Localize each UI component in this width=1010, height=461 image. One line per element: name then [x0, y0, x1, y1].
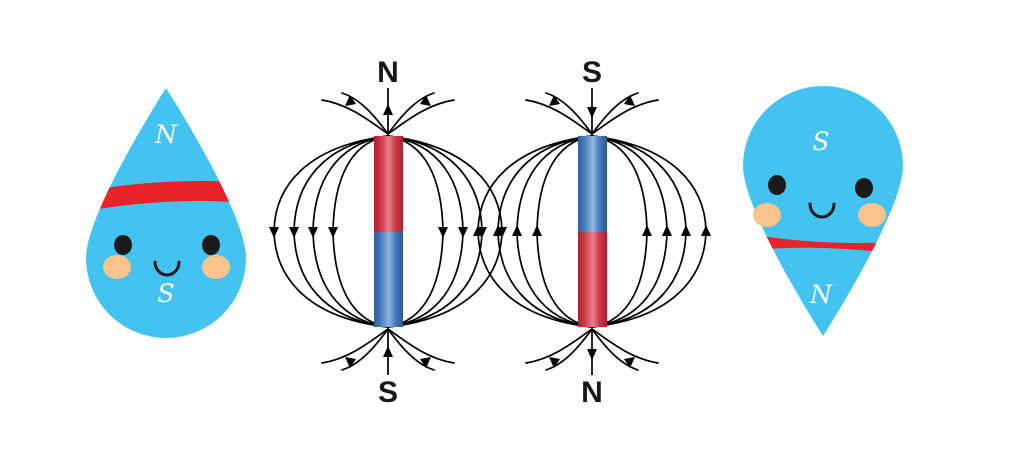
field-arc-bot-right: [591, 328, 659, 364]
droplet-left-bottom-letter: S: [157, 279, 174, 308]
magnet-left-bottom-label: S: [378, 376, 398, 409]
droplet-right-mouth: [808, 202, 836, 219]
droplet-left-character: N S: [86, 88, 246, 338]
field-arc-bot-right-outer: [591, 328, 639, 371]
magnet-right-arrowheads: [473, 95, 711, 368]
droplet-left-mouth: [153, 260, 181, 277]
magnet-right-north-half: [578, 232, 607, 327]
magnet-right-top-label: S: [582, 56, 602, 89]
droplet-right-character: S N: [743, 86, 903, 336]
magnet-left-top-label: N: [377, 56, 399, 89]
droplet-left-eye-left: [114, 235, 132, 255]
magnet-left-arrowheads: [269, 95, 507, 368]
field-arc-top-right-outer: [387, 92, 435, 135]
droplet-right-bottom-letter: N: [809, 280, 833, 309]
field-arc-bot-left: [321, 328, 389, 364]
droplet-right-eye-right: [855, 178, 873, 198]
field-arc-bot-left: [525, 328, 593, 364]
droplet-left-band: [86, 181, 246, 216]
droplet-right-cheek-right: [858, 203, 886, 227]
droplet-right-eye-left: [768, 175, 786, 195]
field-arc-bot-left-outer: [545, 328, 593, 371]
magnet-right-panel: S N: [473, 56, 711, 409]
field-arc-top-right-outer: [591, 92, 639, 135]
droplet-right-cheek-left: [753, 203, 781, 227]
droplet-right-top-letter: S: [812, 127, 829, 156]
field-arc-top-right: [387, 99, 455, 135]
field-arc-bot-left-outer: [341, 328, 389, 371]
field-arc-top-left: [525, 99, 593, 135]
field-arc-top-left-outer: [341, 92, 389, 135]
field-arc-top-left: [321, 99, 389, 135]
field-arc-top-right: [591, 99, 659, 135]
magnet-left-north-half: [374, 136, 403, 232]
field-arc-bot-right: [387, 328, 455, 364]
field-arc-bot-right-outer: [387, 328, 435, 371]
droplet-right-band: [743, 228, 903, 258]
magnet-right-bottom-label: N: [581, 376, 603, 409]
droplet-left-cheek-left: [103, 255, 131, 279]
magnet-right-south-half: [578, 136, 607, 232]
field-arc-top-left-outer: [545, 92, 593, 135]
droplet-right-body: [743, 86, 903, 336]
magnet-left-south-half: [374, 232, 403, 327]
droplet-left-cheek-right: [202, 255, 230, 279]
droplet-left-eye-right: [202, 235, 220, 255]
magnet-left-panel: N S: [269, 56, 507, 409]
droplet-left-top-letter: N: [154, 120, 178, 149]
